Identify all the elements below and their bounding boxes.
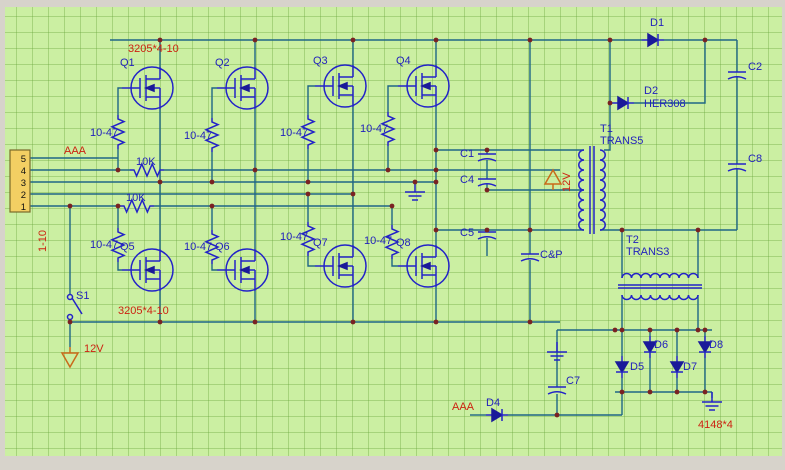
diode-d1-symbol <box>641 33 665 47</box>
c7-label: C7 <box>566 375 580 387</box>
q2-label: Q2 <box>215 57 230 69</box>
r4-value-label: 10-47 <box>360 123 388 135</box>
q7-label: Q7 <box>313 237 328 249</box>
c5-label: C5 <box>460 227 474 239</box>
mosfet-type-top-label: 3205*4-10 <box>128 43 179 55</box>
transformer-t1-symbol <box>578 146 606 234</box>
t1-value-label: TRANS5 <box>600 135 643 147</box>
d8-label: D8 <box>709 339 723 351</box>
mosfet-type-bottom-label: 3205*4-10 <box>118 305 169 317</box>
capacitor-cp-symbol <box>520 253 540 262</box>
d5-label: D5 <box>630 361 644 373</box>
mosfet-q6-symbol <box>216 248 269 292</box>
wires <box>30 39 738 416</box>
c1-label: C1 <box>460 148 474 160</box>
r6-value-label: 10-47 <box>184 241 212 253</box>
mosfet-q7-symbol <box>314 244 367 288</box>
switch-s1-symbol <box>66 293 83 321</box>
d7-label: D7 <box>683 361 697 373</box>
bias-resistor-1-label: 10K <box>136 156 156 168</box>
mosfet-q8-symbol <box>397 244 450 288</box>
capacitor-c5-symbol <box>477 231 497 240</box>
r1-value-label: 10-47 <box>90 127 118 139</box>
r3-value-label: 10-47 <box>280 127 308 139</box>
q3-label: Q3 <box>313 55 328 67</box>
transformer-t2-symbol <box>618 272 702 301</box>
c8-label: C8 <box>748 153 762 165</box>
diode-d5-symbol <box>615 355 629 379</box>
net-aaa-bottom-label: AAA <box>452 401 475 413</box>
diode-d7-symbol <box>670 355 684 379</box>
window-border-right <box>782 0 785 470</box>
pin-4-label: 4 <box>21 166 26 177</box>
mosfet-q2-symbol <box>216 66 269 110</box>
pin-1-label: 1 <box>21 202 26 213</box>
r2-value-label: 10-47 <box>184 130 212 142</box>
q6-label: Q6 <box>215 241 230 253</box>
diode-d2-symbol <box>611 96 635 110</box>
ground-symbol-mid <box>404 181 426 201</box>
r8-value-label: 10-47 <box>364 235 392 247</box>
t2-value-label: TRANS3 <box>626 246 669 258</box>
t1-label: T1 <box>600 123 613 135</box>
c4-label: C4 <box>460 174 474 186</box>
capacitor-c1-symbol <box>477 153 497 162</box>
supply-12v-center-label: 12V <box>561 172 573 192</box>
d2-value-label: HER308 <box>644 98 686 110</box>
junction-dots <box>67 37 708 418</box>
net-aaa-top-label: AAA <box>64 145 87 157</box>
mosfet-q5-symbol <box>121 248 174 292</box>
supply-12v-left-label: 12V <box>84 343 104 355</box>
capacitor-c7-symbol <box>547 386 567 395</box>
diode-d4-symbol <box>485 408 509 422</box>
pin-5-label: 5 <box>21 154 26 165</box>
connector-j1 <box>9 149 31 213</box>
mosfet-q3-symbol <box>314 64 367 108</box>
mosfet-q4-symbol <box>397 64 450 108</box>
ground-symbol-bridge <box>701 391 723 411</box>
fuse-value-label: 1-10 <box>37 230 49 252</box>
c2-label: C2 <box>748 61 762 73</box>
d4-label: D4 <box>486 397 500 409</box>
s1-label: S1 <box>76 290 89 302</box>
q8-label: Q8 <box>396 237 411 249</box>
r5-value-label: 10-47 <box>90 239 118 251</box>
q4-label: Q4 <box>396 55 411 67</box>
window-border-bottom <box>0 456 785 470</box>
mosfet-q1-symbol <box>121 66 174 110</box>
pin-3-label: 3 <box>21 178 26 189</box>
power-flag-12v-left-icon <box>61 346 79 368</box>
q1-label: Q1 <box>120 57 135 69</box>
bridge-value-label: 4148*4 <box>698 419 733 431</box>
q5-label: Q5 <box>120 241 135 253</box>
t2-label: T2 <box>626 234 639 246</box>
window-border-top <box>0 0 785 7</box>
window-border-left <box>0 0 5 470</box>
r7-value-label: 10-47 <box>280 231 308 243</box>
cp-label: C&P <box>540 249 563 261</box>
d1-label: D1 <box>650 17 664 29</box>
power-flag-12v-center-icon <box>544 169 562 191</box>
d2-label: D2 <box>644 85 658 97</box>
bias-resistor-2-label: 10K <box>126 192 146 204</box>
pin-2-label: 2 <box>21 190 26 201</box>
d6-label: D6 <box>654 339 668 351</box>
